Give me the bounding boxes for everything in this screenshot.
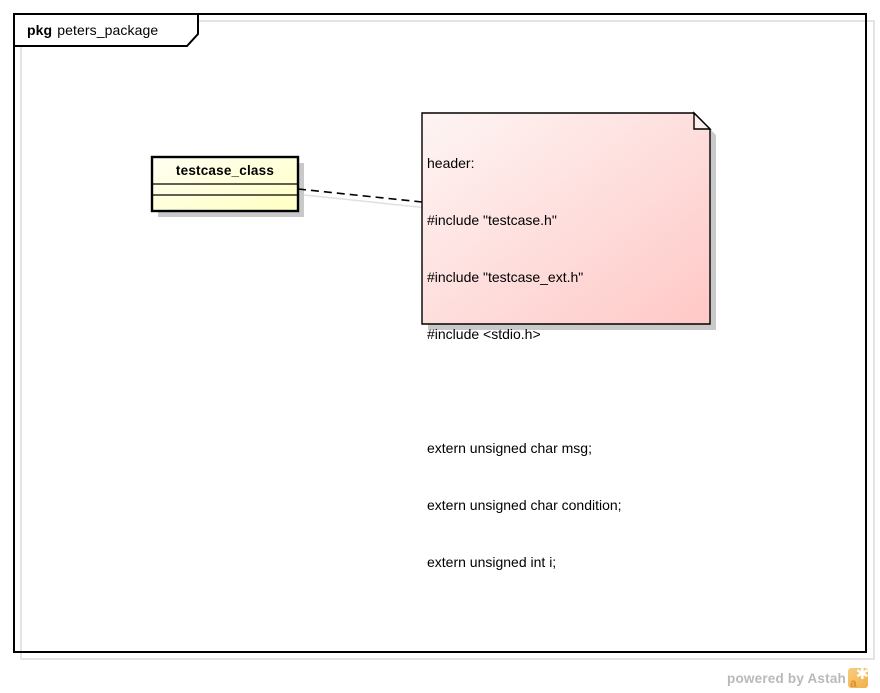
class-name-label: testcase_class — [175, 163, 275, 178]
note-anchor-dashed-line[interactable] — [297, 188, 423, 203]
package-frame-border — [13, 13, 867, 653]
astah-logo-icon: ✱ a — [848, 668, 868, 688]
watermark-text: powered by Astah — [727, 670, 846, 686]
package-tab[interactable] — [13, 13, 199, 47]
note-line: extern unsigned char msg; — [427, 440, 592, 456]
note-text-block: header: #include "testcase.h" #include "… — [427, 116, 705, 610]
note-line: extern unsigned char condition; — [427, 497, 622, 513]
note-line: #include "testcase.h" — [427, 212, 557, 228]
frame-shadow — [20, 20, 875, 660]
note-line — [427, 382, 705, 401]
note-line: header: — [427, 155, 475, 171]
frame-kind-keyword: pkg — [27, 22, 53, 38]
connector-shadow — [303, 194, 429, 209]
watermark: powered by Astah ✱ a — [727, 668, 868, 688]
frame-title: peters_package — [57, 22, 159, 38]
astah-star-icon: ✱ — [855, 668, 868, 683]
note-line: extern unsigned int i; — [427, 554, 557, 570]
note-fold-corner — [693, 111, 712, 130]
astah-letter: a — [850, 676, 857, 688]
note-shape[interactable] — [421, 112, 711, 325]
note-line: #include "testcase_ext.h" — [427, 269, 584, 285]
note-line: #include <stdio.h> — [427, 326, 541, 342]
